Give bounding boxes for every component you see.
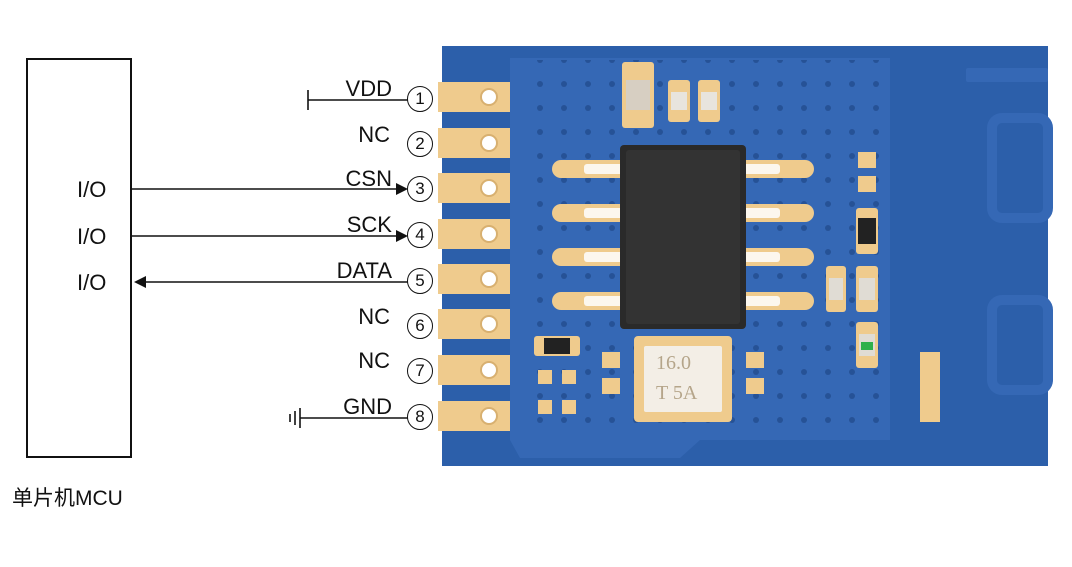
pin-number-6: 6 <box>407 313 433 339</box>
pin-label-7: NC <box>358 348 390 373</box>
crystal-marking-1: 16.0 <box>656 352 691 374</box>
pin-label-5: DATA <box>336 258 392 283</box>
top-components <box>622 62 720 128</box>
csn-arrow <box>396 183 408 195</box>
pin-number-5: 5 <box>407 268 433 294</box>
bottom-left-components <box>534 336 764 414</box>
mcu-io-label-2: I/O <box>77 224 107 249</box>
data-arrow <box>134 276 146 288</box>
pin-label-8: GND <box>343 394 392 419</box>
pin-label-6: NC <box>358 304 390 329</box>
sck-arrow <box>396 230 408 242</box>
pin-number-8: 8 <box>407 404 433 430</box>
pin-label-4: SCK <box>346 212 392 237</box>
schematic-lines <box>132 90 408 428</box>
antenna-trace <box>966 68 1048 82</box>
mcu-name: 单片机MCU <box>12 487 123 510</box>
pin-number-3: 3 <box>407 176 433 202</box>
pin-number-4: 4 <box>407 222 433 248</box>
pin-label-3: CSN <box>345 166 392 191</box>
pin-label-2: NC <box>358 122 390 147</box>
pin-number-7: 7 <box>407 358 433 384</box>
pin-number-2: 2 <box>407 131 433 157</box>
mcu-io-label-3: I/O <box>77 270 107 295</box>
pin-label-1: VDD <box>345 76 392 101</box>
pin-number-1: 1 <box>407 86 433 112</box>
arrow-heads <box>134 183 408 288</box>
crystal-body <box>644 346 722 412</box>
mcu-box <box>26 58 132 458</box>
crystal-marking-2: T 5A <box>656 382 698 404</box>
right-components <box>826 152 878 368</box>
mcu-io-label-1: I/O <box>77 177 107 202</box>
edge-pads <box>438 82 510 431</box>
